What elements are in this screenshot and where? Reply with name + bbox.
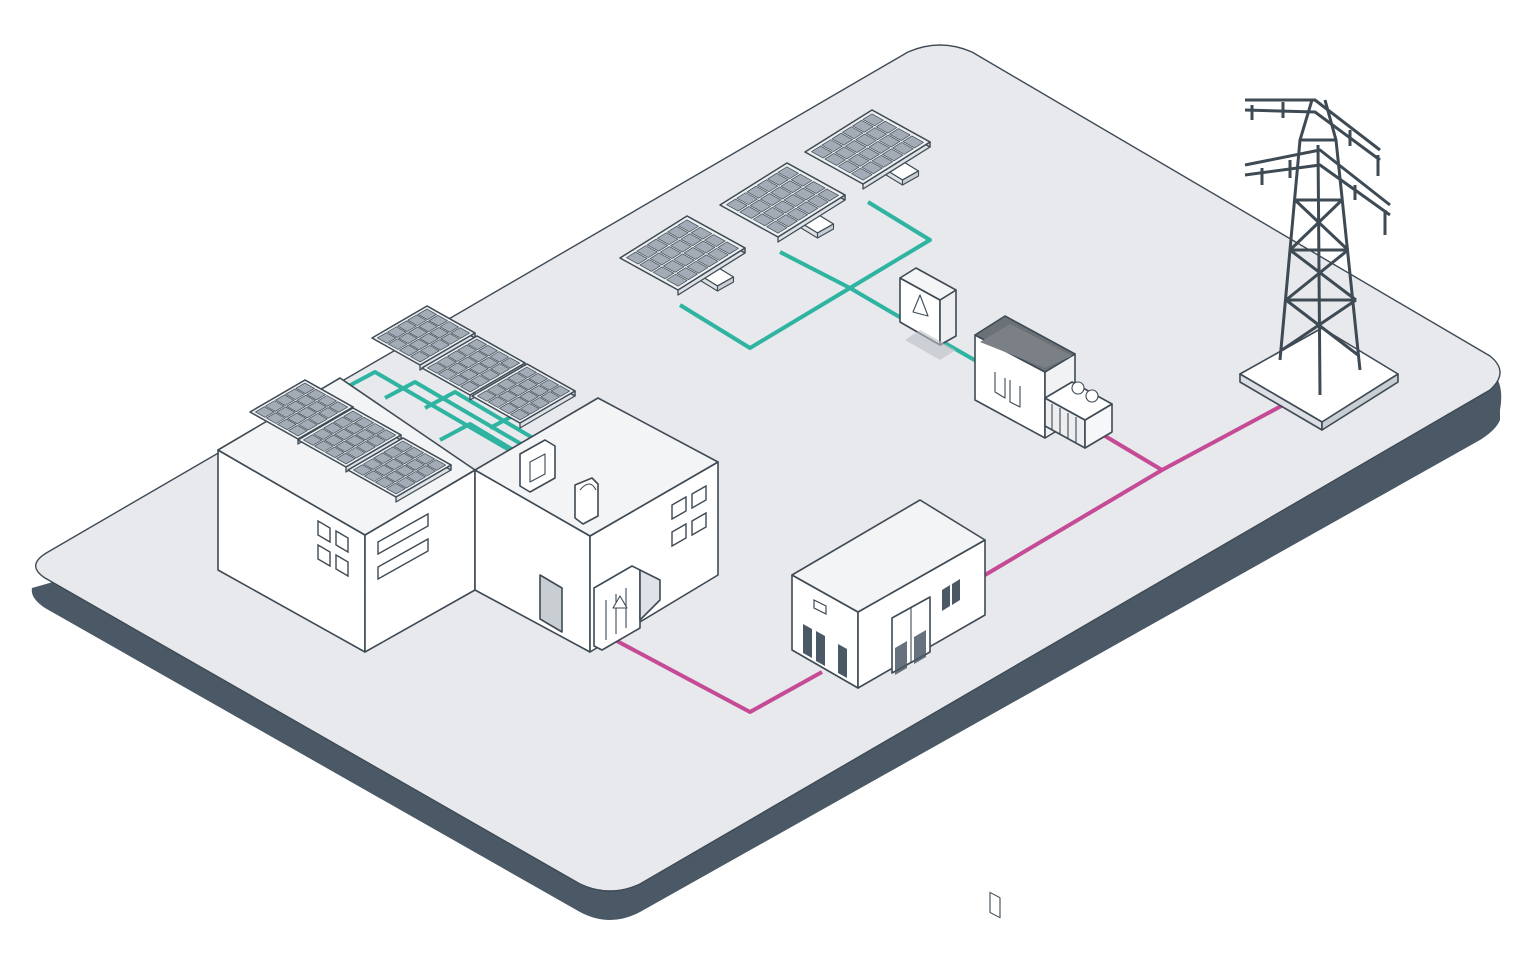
energy-system-diagram: [0, 0, 1536, 966]
isometric-scene: [0, 0, 1536, 966]
